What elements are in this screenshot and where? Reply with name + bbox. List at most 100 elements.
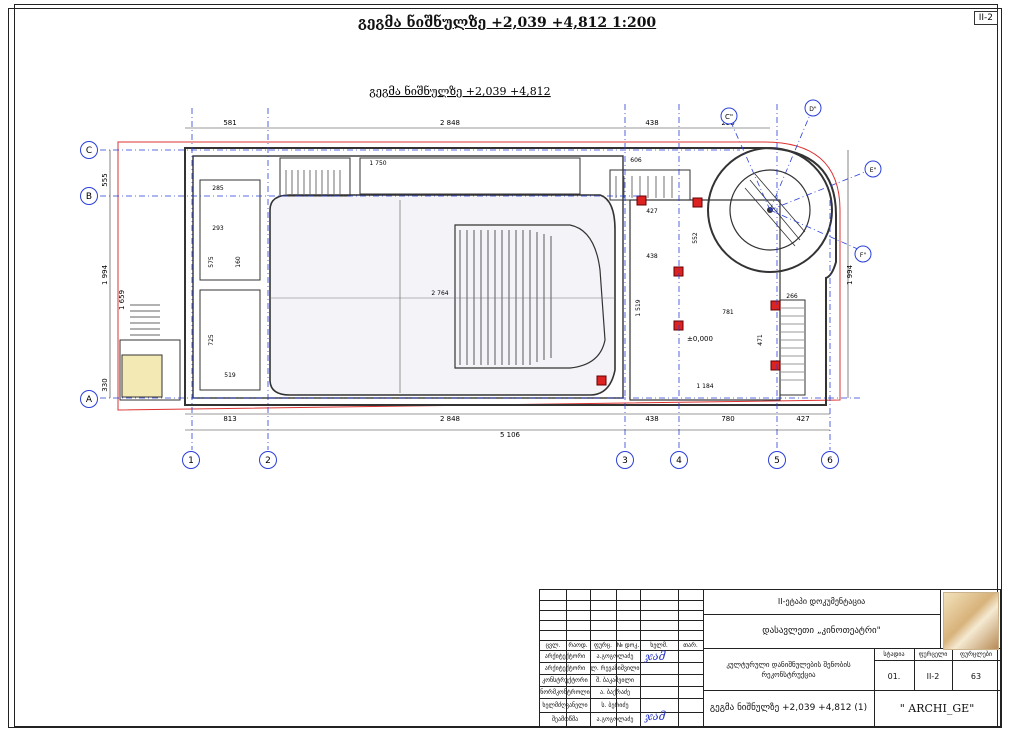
seating-rows: [459, 230, 552, 365]
axis-bubble-5: [768, 451, 786, 469]
structural-columns: [596, 195, 781, 386]
sheet-header: ფურცელი: [918, 651, 948, 658]
signature-mark-1: ჯამ: [645, 650, 666, 663]
name-1: ა.გოგოლაძე: [596, 653, 634, 660]
stage-label: II-ეტაპი დოკუმენტაცია: [777, 597, 866, 606]
firm-name: " ARCHI_GE": [899, 702, 975, 715]
dim-interior-17: 606: [630, 157, 642, 164]
name-2: ლ. რევაზიშვილი: [590, 665, 640, 672]
header-cell-5: ხელმ.: [650, 642, 668, 649]
lobby-stair: [279, 157, 351, 197]
dim-overall: 5 106: [500, 431, 521, 439]
axis-bubble-2: [259, 451, 277, 469]
dim-interior-14: 160: [235, 256, 242, 268]
axis-label-e2: E": [870, 167, 877, 174]
right-stair: [609, 169, 691, 201]
axis-label-4: 4: [676, 456, 682, 466]
axis-bubble-4: [670, 451, 688, 469]
name-5: ს. ბერიძე: [601, 702, 629, 709]
dim-left-3: 1 659: [118, 290, 126, 310]
lobby-stair-treads: [285, 170, 341, 194]
stage-room: [629, 199, 781, 401]
axis-bubble-a: [80, 390, 98, 408]
role-1: არქიტექტორი: [544, 653, 586, 660]
service-room: [199, 289, 261, 391]
title-block: ცვლ. რაოდ. ფურც. № დოკ. ხელმ. თარ. არქიტ…: [539, 589, 1001, 727]
axis-bubble-3: [616, 451, 634, 469]
header-cell-6: თარ.: [683, 642, 698, 649]
dim-interior-1: 1 750: [369, 160, 386, 167]
dim-left-4: 330: [101, 378, 109, 391]
axis-label-2: 2: [265, 456, 271, 466]
role-6: შეამოწმა: [551, 716, 579, 723]
dim-interior-11: 285: [212, 185, 224, 192]
level-mark: ±0,000: [687, 335, 713, 343]
axis-label-c2: C": [725, 113, 733, 121]
dim-interior-12: 293: [212, 225, 224, 232]
axis-bubble-c: [80, 141, 98, 159]
axis-label-a: A: [86, 395, 93, 405]
name-4: ა. ბაქრაძე: [599, 689, 631, 696]
project-name: დასავლეთი „კინოთეატრი": [762, 626, 881, 636]
stairwell: [119, 339, 181, 401]
plan-caption: გეგმა ნიშნულზე +2,039 +4,812: [369, 85, 550, 98]
role-4: ნორმკონტროლი: [540, 689, 590, 696]
tower-inner-ring: [729, 169, 811, 251]
dim-interior-6: 552: [692, 232, 699, 244]
dim-interior-10: 266: [786, 293, 798, 300]
dim-interior-16: 519: [224, 372, 236, 379]
sheet-value: II-2: [926, 672, 940, 681]
office-room: [199, 179, 261, 281]
site-boundary: [117, 141, 841, 411]
foyer: [359, 157, 581, 195]
dimension-lines: [109, 127, 849, 431]
axis-label-b: B: [86, 192, 92, 202]
dim-top-1: 581: [223, 119, 236, 127]
axis-label-3: 3: [622, 456, 628, 466]
drawing-title: გეგმა ნიშნულზე +2,039 +4,812 (1): [709, 703, 868, 713]
axis-bubble-e2: [864, 160, 882, 178]
header-cell-2: რაოდ.: [568, 642, 588, 649]
stage-value: 01.: [887, 672, 901, 681]
dim-bottom-2: 2 848: [440, 415, 460, 423]
drawing-frame: [14, 4, 998, 727]
dim-interior-7: 427: [646, 208, 658, 215]
stair-treads: [130, 304, 160, 336]
axis-bubble-6: [821, 451, 839, 469]
axis-label-6: 6: [827, 456, 833, 466]
dim-interior-15: 725: [208, 334, 215, 346]
side-stair: [779, 299, 806, 396]
stage-header: სტადია: [883, 651, 905, 658]
stair-landing: [121, 354, 163, 398]
firm-logo-image: [943, 592, 999, 650]
dim-interior-4: 1 184: [696, 383, 713, 390]
header-cell-1: ცვლ.: [545, 642, 561, 649]
axis-bubble-b: [80, 187, 98, 205]
spiral-stair: [744, 173, 806, 247]
role-3: კონსტრუქტორი: [542, 677, 588, 684]
role-5: ხელმძღვანელი: [542, 702, 588, 709]
name-6: ა.გოგოლაძე: [596, 716, 634, 723]
axis-bubble-f2: [854, 245, 872, 263]
dim-top-3: 438: [645, 119, 658, 127]
round-tower: [707, 147, 833, 273]
dim-interior-3: 1 519: [635, 299, 642, 316]
seating-tiers: [454, 224, 606, 369]
axis-bubble-1: [182, 451, 200, 469]
right-stair-treads: [615, 176, 673, 198]
sheets-header: ფურცლები: [960, 651, 992, 658]
drawing-sheet: [8, 8, 1002, 728]
main-title: გეგმა ნიშნულზე +2,039 +4,812 1:200: [357, 15, 657, 31]
axis-bubble-c2: [720, 107, 738, 125]
axis-bubble-d2: [804, 99, 822, 117]
header-cell-4: № დოკ.: [616, 642, 640, 649]
axis-label-1: 1: [188, 456, 194, 466]
axis-label-5: 5: [774, 456, 780, 466]
dim-interior-5: 781: [722, 309, 734, 316]
dim-bottom-4: 780: [721, 415, 734, 423]
dim-interior-9: 438: [646, 253, 658, 260]
dim-interior-2: 2 764: [431, 290, 448, 297]
signature-mark-2: ჯამ: [645, 710, 666, 723]
axis-label-d2: D": [809, 106, 817, 113]
